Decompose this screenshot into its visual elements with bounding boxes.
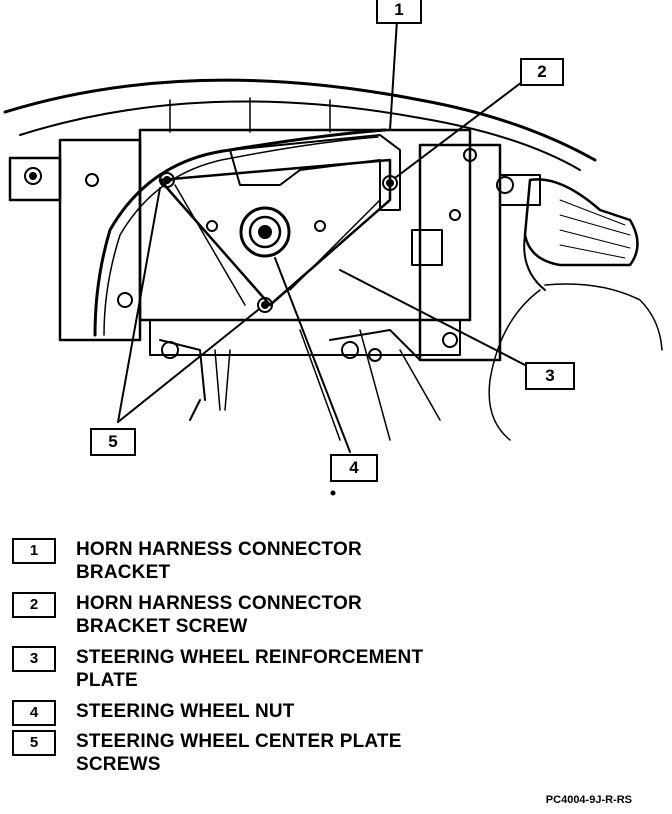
legend-number: 5 <box>12 730 56 756</box>
leader-line-3 <box>339 269 526 366</box>
legend-number: 1 <box>12 538 56 564</box>
legend-item-4: 4 STEERING WHEEL NUT <box>12 700 532 726</box>
left-bracket-bolt <box>24 167 42 185</box>
horn-harness-wire <box>93 128 387 337</box>
lever-wire <box>488 283 663 441</box>
callout-4: 4 <box>330 454 378 482</box>
leader-line-2 <box>394 81 523 179</box>
legend-label: STEERING WHEEL NUT <box>76 701 295 722</box>
legend-number: 4 <box>12 700 56 726</box>
plate-hole-left <box>206 220 218 232</box>
callout-1: 1 <box>376 0 422 24</box>
dashboard-outline <box>3 78 597 162</box>
callout-3: 3 <box>525 362 575 390</box>
callout-2: 2 <box>520 58 564 86</box>
leader-line-5a <box>117 187 161 423</box>
reinforcement-plate <box>158 158 392 307</box>
figure-code: PC4004-9J-R-RS <box>545 794 632 806</box>
leader-line-1 <box>389 19 398 131</box>
right-bracket <box>418 143 502 362</box>
dashboard-trim <box>169 97 331 133</box>
leader-line-4 <box>274 257 351 453</box>
callout-5: 5 <box>90 428 136 456</box>
horn-harness-bracket <box>229 134 401 211</box>
leader-line-5b <box>117 309 259 423</box>
legend-number: 3 <box>12 646 56 672</box>
legend-number: 2 <box>12 592 56 618</box>
center-plate-screw-left <box>159 172 175 188</box>
steering-wheel-nut <box>239 206 291 258</box>
turn-signal-lever <box>523 178 639 267</box>
steering-column-diagram <box>3 19 663 496</box>
plate-hole-right <box>314 220 326 232</box>
column-housing <box>138 128 472 322</box>
dashboard-outline-inner <box>19 100 581 171</box>
center-plate-screw-bottom <box>257 297 273 313</box>
horn-harness-bracket-screw <box>382 175 398 191</box>
